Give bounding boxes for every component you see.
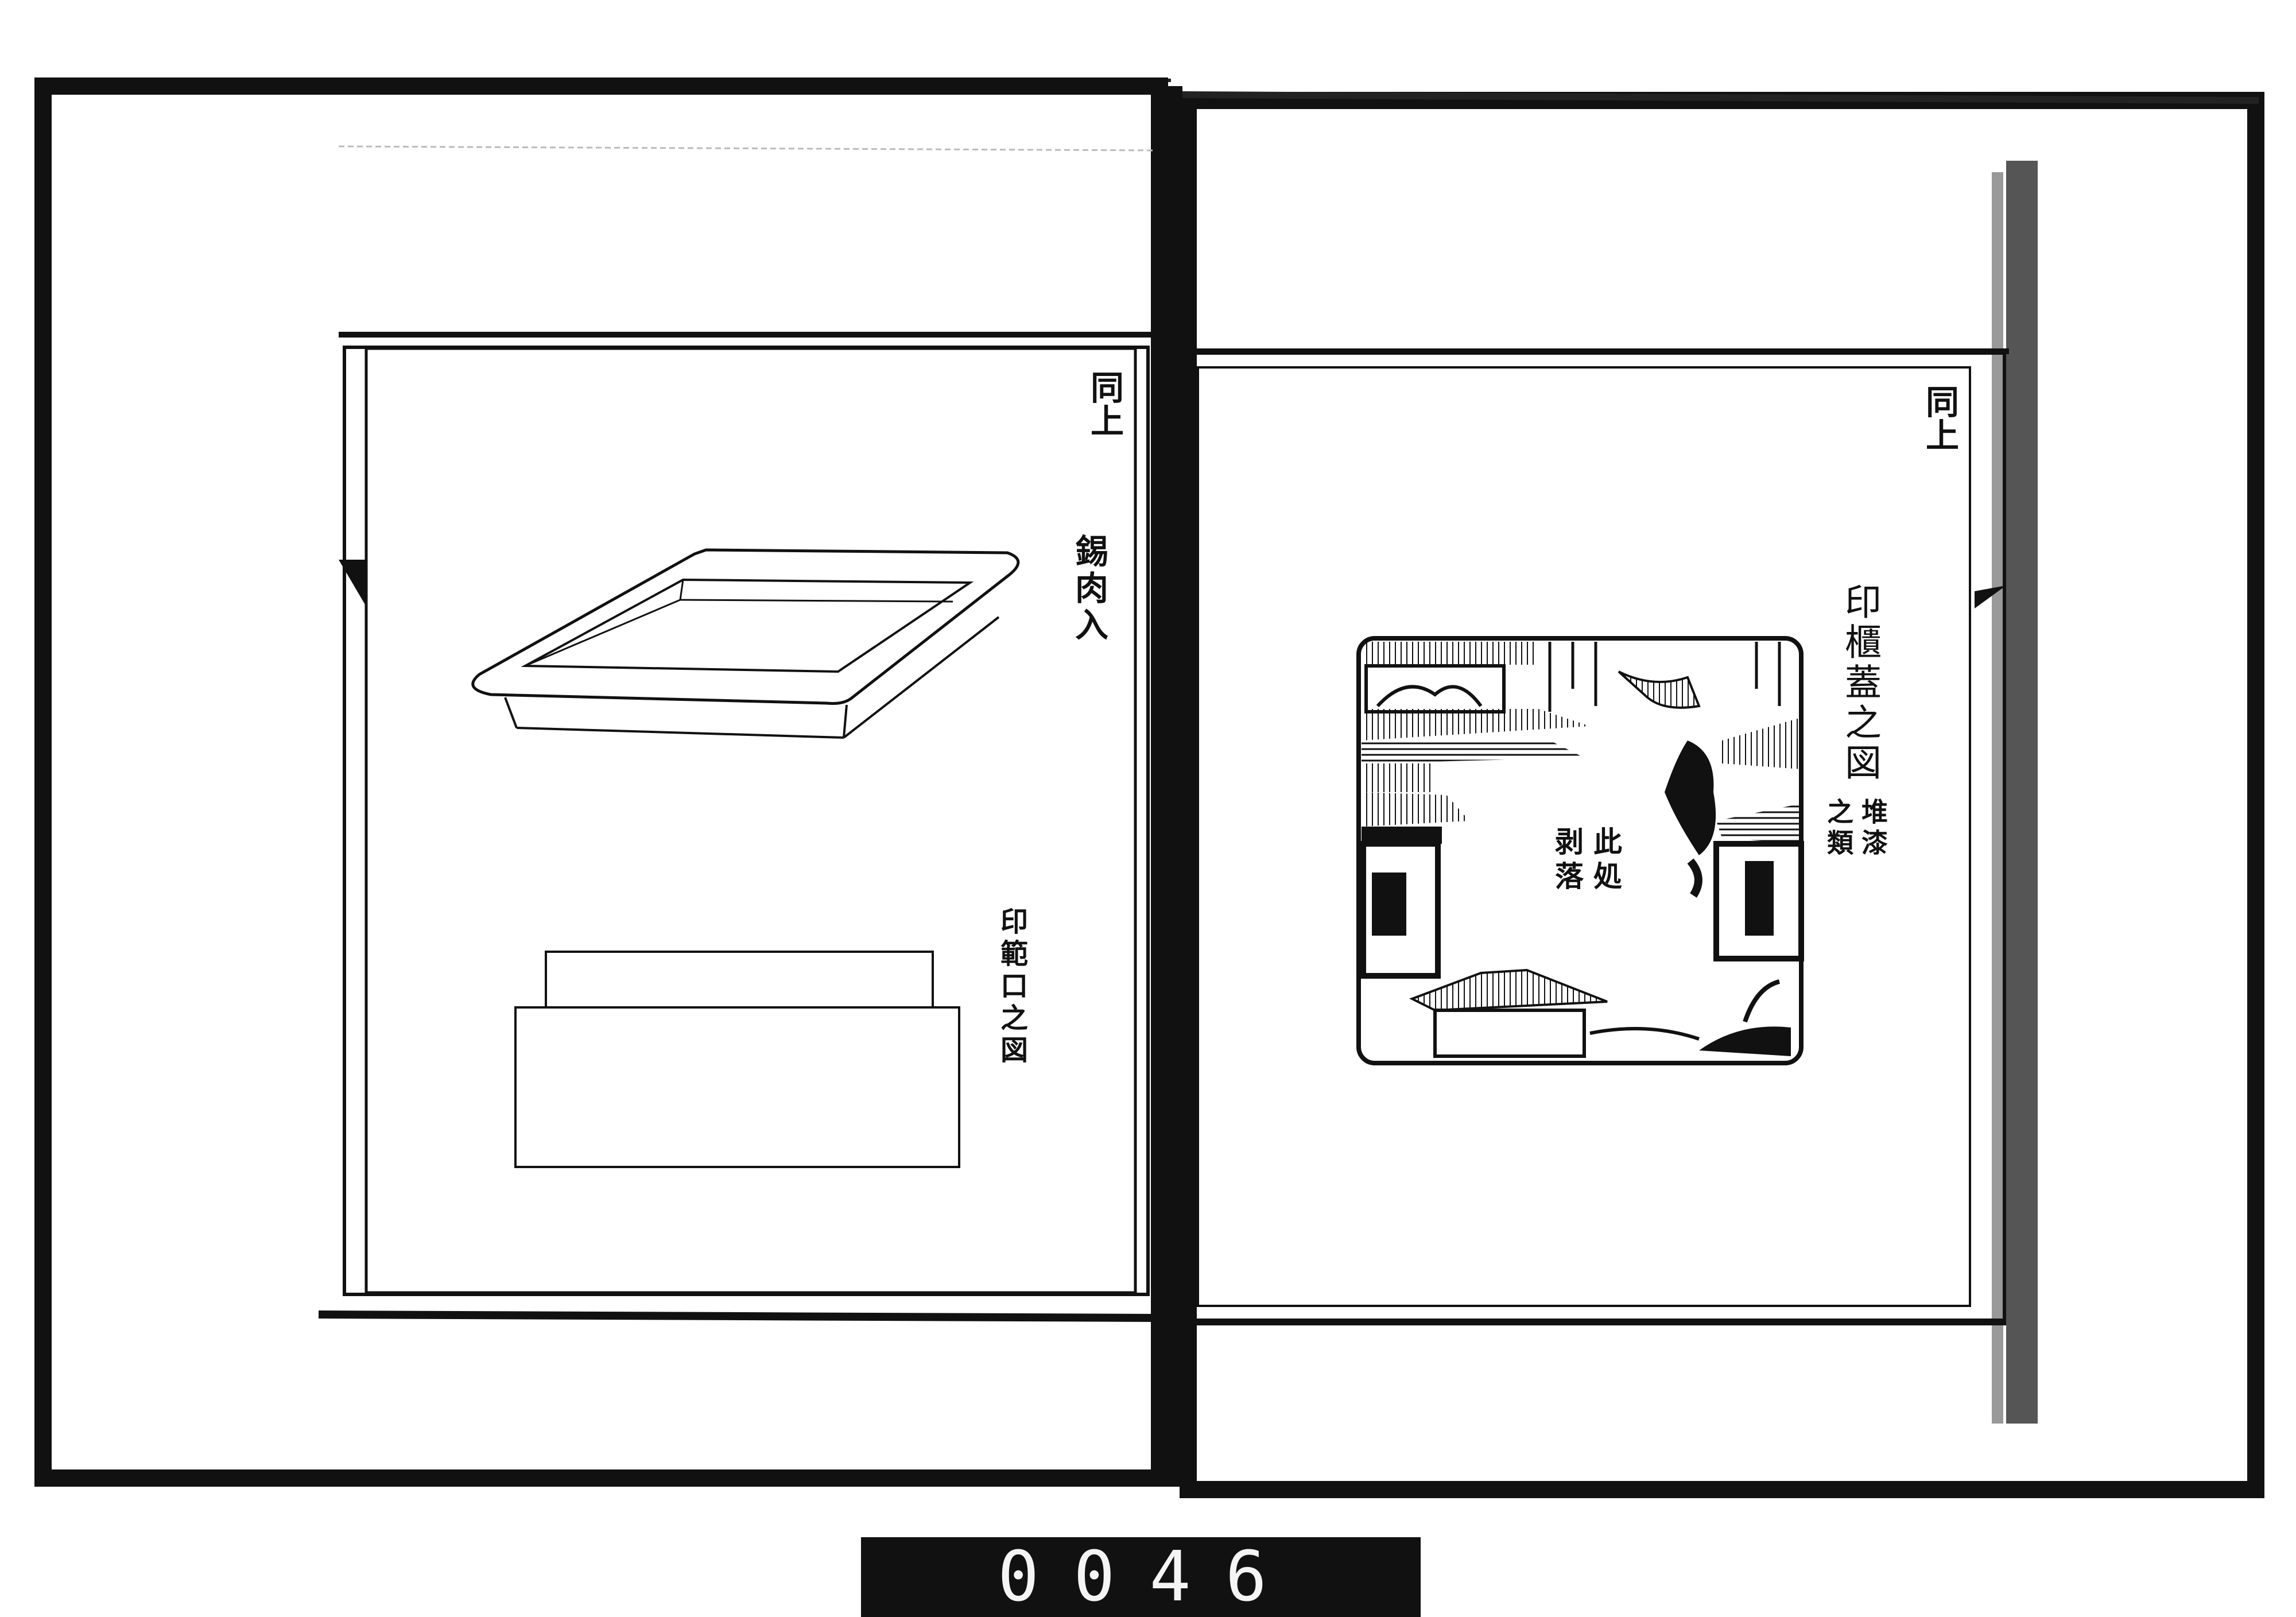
picture-note-col2: 剥落	[1550, 827, 1584, 895]
mould-label: 印範口之図	[995, 907, 1027, 1068]
lid-subtitle-col1: 堆漆	[1857, 798, 1888, 860]
left-page-header: 同上	[1085, 370, 1124, 437]
tray-label: 錫肉入	[1069, 534, 1108, 644]
lid-subtitle-col2: 之類	[1823, 798, 1854, 860]
lid-title: 印櫃蓋之図	[1839, 583, 1881, 784]
frame-number: 0046	[861, 1537, 1421, 1617]
picture-note-col1: 此処	[1589, 827, 1623, 895]
right-page-header: 同上	[1920, 385, 1959, 451]
